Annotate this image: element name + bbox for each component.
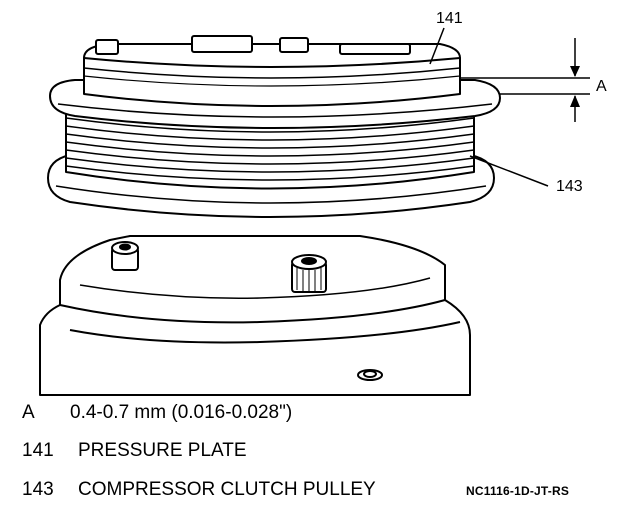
housing-front-face	[79, 277, 431, 299]
housing-shoulder	[59, 299, 446, 324]
callout-a: A	[596, 78, 607, 95]
housing-bolt-inner	[363, 370, 377, 378]
legend-row-141: 141 PRESSURE PLATE	[22, 440, 247, 462]
leader-141	[429, 27, 445, 65]
legend-text: 0.4-0.7 mm (0.016-0.028")	[70, 402, 293, 423]
housing-lower-edge	[69, 321, 461, 344]
housing-nut-left	[111, 241, 139, 271]
plate-tab-far	[339, 43, 411, 55]
leader-143	[469, 155, 549, 187]
plate-tab-center	[191, 35, 253, 53]
legend-key: A	[22, 402, 35, 423]
legend-key: 141	[22, 440, 54, 461]
legend-row-a: A 0.4-0.7 mm (0.016-0.028")	[22, 402, 292, 424]
housing-nut-center	[291, 254, 327, 293]
figure-id: NC1116-1D-JT-RS	[466, 484, 570, 498]
compressor-housing	[39, 235, 471, 396]
compressor-clutch-illustration	[39, 27, 590, 396]
legend-row-143: 143 COMPRESSOR CLUTCH PULLEY	[22, 479, 376, 501]
pulley-grooves	[65, 117, 475, 181]
plate-tab-left	[95, 39, 119, 55]
plate-tab-right	[279, 37, 309, 53]
callout-141: 141	[436, 10, 463, 27]
legend-text: PRESSURE PLATE	[78, 440, 247, 461]
legend-text: COMPRESSOR CLUTCH PULLEY	[78, 479, 376, 500]
callout-143: 143	[556, 178, 583, 195]
pressure-plate	[83, 57, 461, 107]
legend-key: 143	[22, 479, 54, 500]
